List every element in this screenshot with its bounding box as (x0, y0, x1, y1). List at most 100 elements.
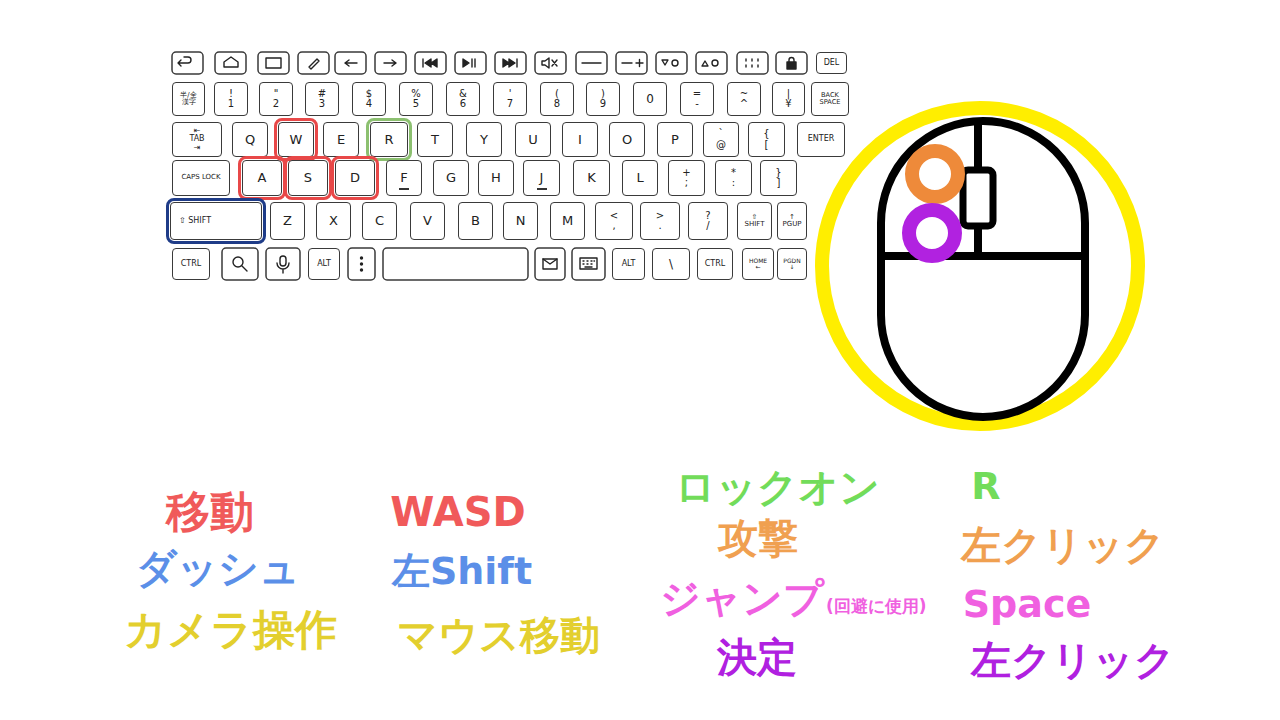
key-label: B (471, 214, 480, 228)
key-label: V (423, 214, 432, 228)
home-bump (399, 188, 409, 190)
key-label: [ (765, 140, 769, 151)
control-label: Space (963, 584, 1092, 626)
mouse-illustration (822, 108, 1138, 424)
key-label: = (693, 89, 701, 100)
key-label: R (384, 133, 393, 147)
keyboard-key: L (622, 160, 658, 196)
key-label: G (446, 171, 456, 185)
key-label: < (610, 211, 618, 222)
keyboard-key: Z (270, 202, 305, 240)
keyboard-key: +; (668, 160, 705, 196)
keyboard-key: N (503, 202, 538, 240)
key-label: O (622, 133, 632, 147)
keyboard-key: ?/ (688, 202, 728, 240)
key-label: PGUP (783, 221, 802, 228)
keyboard-key: (8 (540, 82, 574, 116)
key-label: BACK SPACE (812, 92, 848, 106)
key-label: : (732, 178, 735, 189)
keyboard-key: ⇧ SHIFT (170, 202, 262, 240)
keyboard-key: }] (760, 160, 797, 196)
icon-keys (172, 52, 807, 280)
key-label: ) (601, 89, 605, 100)
keyboard-key: '7 (493, 82, 527, 116)
keyboard-key: ALT (308, 248, 340, 280)
control-label: 決定 (717, 635, 797, 679)
keyboard-key: D (335, 160, 375, 196)
control-label: 左クリック (961, 523, 1165, 567)
key-label: ! (229, 89, 233, 100)
key-label: ↓ (789, 264, 794, 270)
control-label: ダッシュ (136, 546, 300, 590)
key-label: 6 (460, 99, 466, 110)
key-label: H (491, 171, 501, 185)
keyboard-key: I (562, 122, 598, 157)
keyboard-key: HOME← (742, 248, 774, 280)
keyboard-key: ⇧SHIFT (737, 202, 772, 240)
control-label: 移動 (166, 488, 254, 536)
key-label: ~ (740, 89, 748, 100)
key-label: ALT (317, 260, 331, 268)
keyboard-key: F (386, 160, 422, 196)
key-icons (178, 57, 796, 273)
key-label: ⇥ (194, 144, 201, 152)
keyboard-key: CTRL (697, 248, 733, 280)
keyboard-key: ALT (612, 248, 645, 280)
key-label: ENTER (808, 135, 835, 143)
key-label: P (671, 133, 679, 147)
key-label: Z (283, 214, 292, 228)
keyboard-key: X (316, 202, 351, 240)
key-label: CTRL (181, 260, 202, 268)
key-label: , (612, 221, 615, 232)
key-label: SHIFT (745, 221, 765, 228)
keyboard-key: S (288, 160, 328, 196)
key-label: \ (669, 258, 673, 271)
key-label: 5 (413, 99, 419, 110)
key-label: + (682, 168, 690, 179)
key-label: K (587, 171, 596, 185)
key-label: . (658, 221, 661, 232)
control-label: マウス移動 (397, 613, 600, 657)
key-label: 3 (319, 99, 325, 110)
key-label: DEL (824, 59, 840, 67)
key-label: $ (366, 89, 372, 100)
keyboard-key: `@ (703, 122, 739, 157)
key-label: } (775, 168, 781, 179)
key-label: ⇧ SHIFT (179, 217, 211, 225)
key-label: ↑ (789, 214, 795, 221)
key-label: { (763, 129, 769, 140)
key-label: 漢字 (182, 99, 196, 106)
keyboard-key: Q (232, 122, 268, 157)
key-label: & (459, 89, 467, 100)
key-label: 1 (228, 99, 234, 110)
control-label: 左クリック (971, 638, 1175, 682)
key-label: ? (705, 211, 710, 222)
key-label: ] (777, 178, 781, 189)
key-label: 9 (600, 99, 606, 110)
control-label: カメラ操作 (124, 607, 337, 653)
keyboard-key: %5 (399, 82, 433, 116)
key-label: ALT (622, 260, 636, 268)
keyboard-key: W (278, 122, 314, 157)
keyboard-key: =- (680, 82, 714, 116)
key-label: F (400, 171, 407, 185)
home-bump (537, 188, 547, 190)
key-label: ` (719, 129, 724, 140)
control-label: R (971, 466, 1000, 508)
key-label: ' (509, 89, 512, 100)
key-label: M (562, 214, 573, 228)
keyboard-key: CTRL (172, 248, 210, 280)
key-label: T (431, 133, 439, 147)
keyboard-key: V (410, 202, 445, 240)
keyboard-key: "2 (259, 82, 293, 116)
control-label: 攻撃 (718, 516, 798, 560)
key-label: A (258, 171, 267, 185)
keyboard-key: H (478, 160, 514, 196)
keyboard-key: BACK SPACE (811, 82, 849, 116)
keyboard-key: T (417, 122, 453, 157)
keyboard-key: Y (466, 122, 502, 157)
control-label: ジャンプ (660, 576, 824, 620)
control-label: 左Shift (392, 551, 532, 593)
keyboard-key: M (550, 202, 585, 240)
